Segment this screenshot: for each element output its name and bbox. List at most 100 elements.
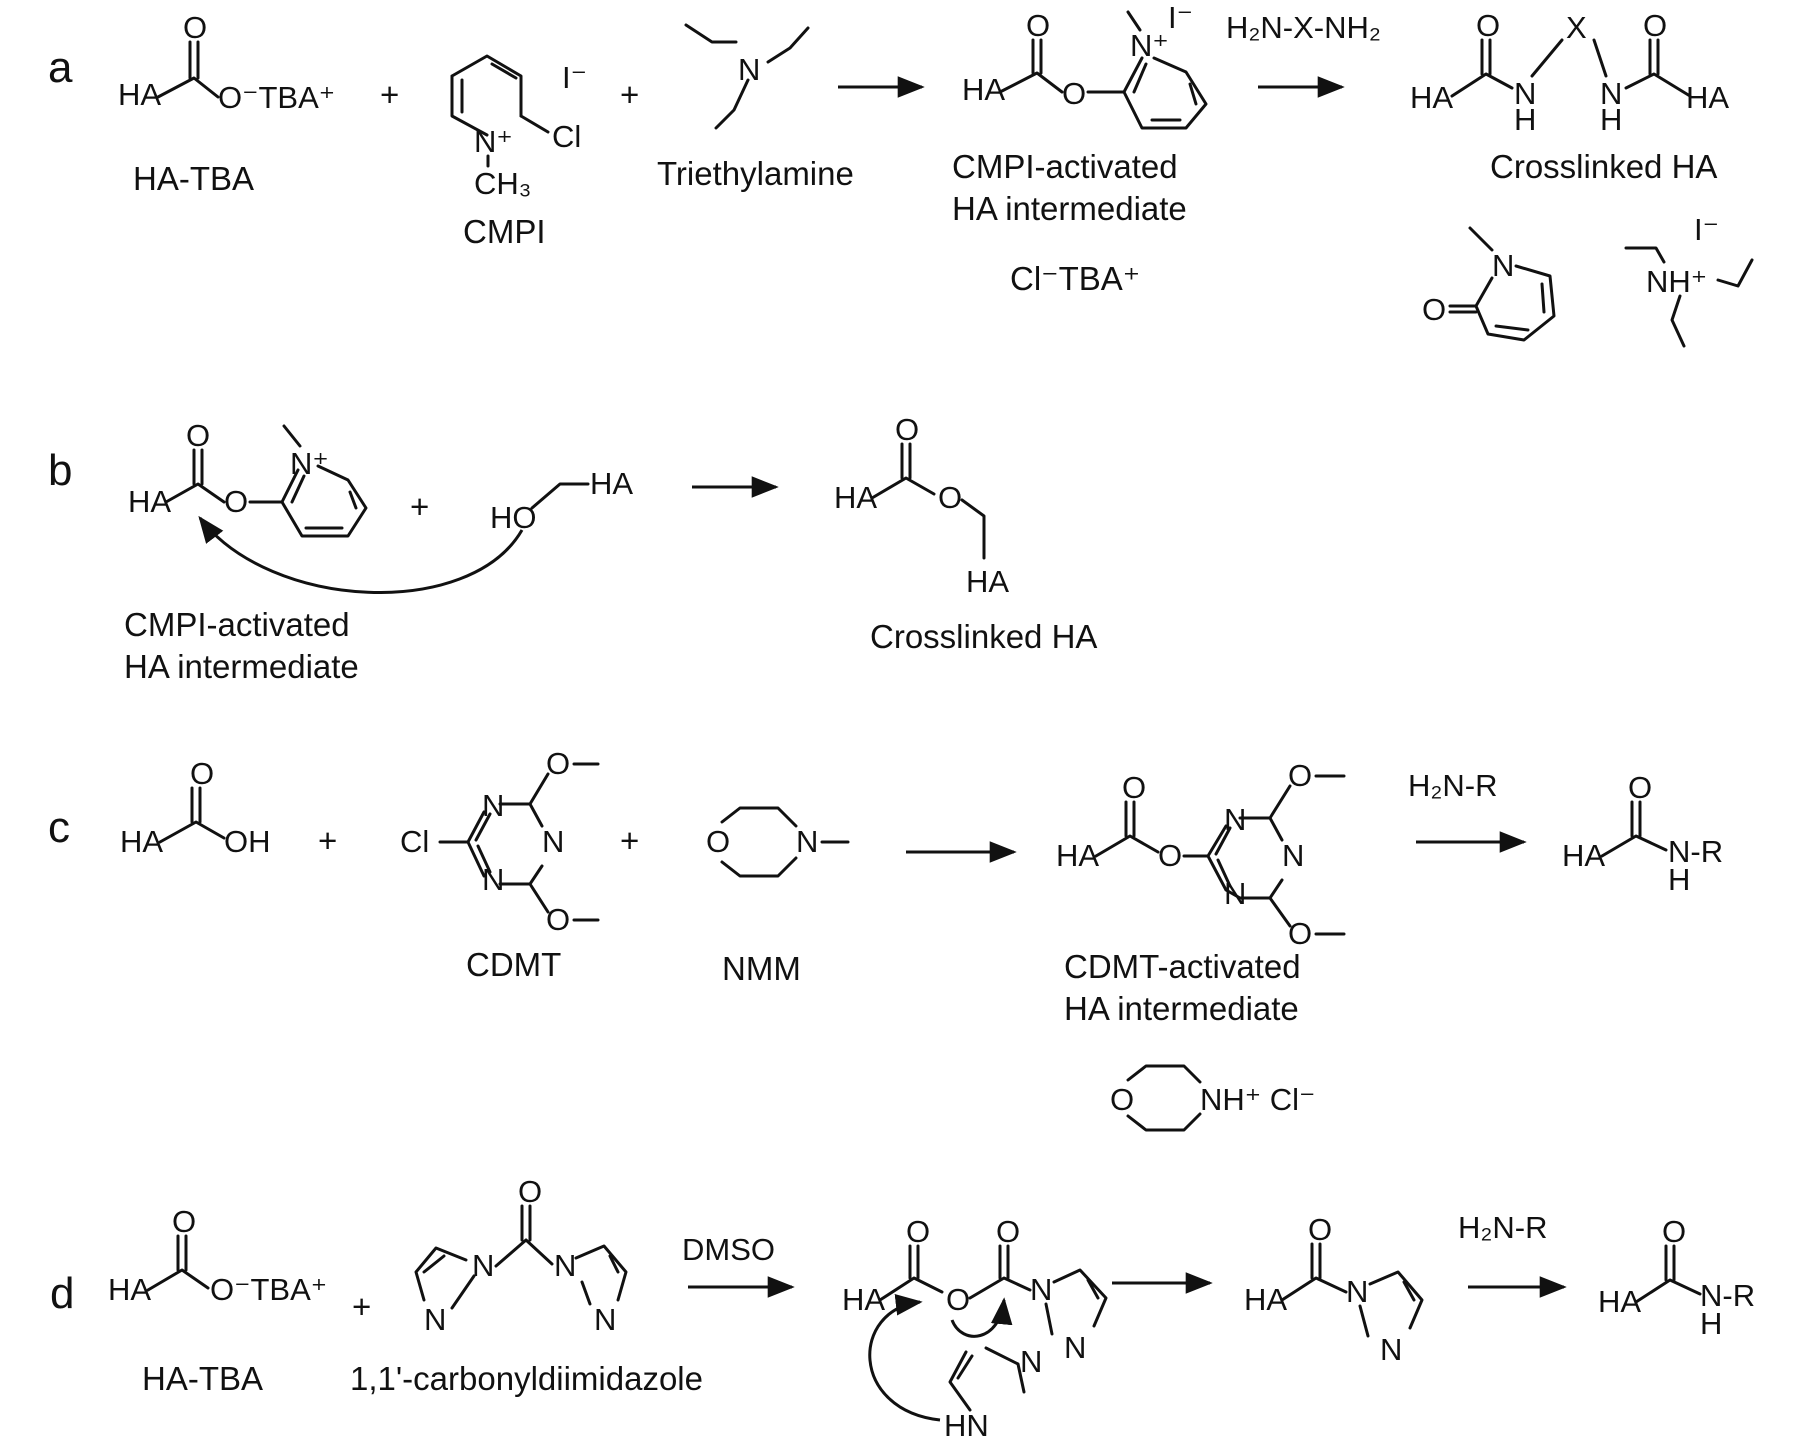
ha-atom: HA — [1244, 1282, 1287, 1317]
plus-sign: + — [352, 1288, 371, 1325]
ha-tba-structure: HA O O⁻TBA⁺ — [118, 10, 335, 115]
plus-sign: + — [620, 822, 639, 859]
carbonyl-o-atom: O — [1662, 1214, 1686, 1249]
plus-sign: + — [410, 488, 429, 525]
ch3-atom: CH₃ — [474, 166, 531, 201]
cdmt-label: CDMT — [466, 946, 561, 983]
imidazole-n-atom: N — [1030, 1272, 1052, 1307]
intermediate-label-line2: HA intermediate — [124, 648, 359, 685]
panel-b: b HA O O N⁺ CMPI-activated HA intermedia… — [48, 412, 1097, 685]
panel-c: c HA O OH + Cl N N N O O CDMT + — [48, 746, 1723, 1132]
ha-atom: HA — [834, 480, 877, 515]
intermediate-salt: Cl⁻TBA⁺ — [1010, 260, 1140, 297]
otba-atom: O⁻TBA⁺ — [210, 1272, 327, 1307]
acyl-imidazole-structure: HA O N N — [1244, 1212, 1424, 1367]
dmso-condition: DMSO — [682, 1232, 775, 1267]
triazine-n-atom: N — [542, 824, 564, 859]
iodide-atom: I⁻ — [562, 60, 587, 95]
triethylamine-label: Triethylamine — [657, 155, 854, 192]
triethylammonium-byproduct: NH⁺ I⁻ — [1624, 212, 1754, 348]
cdi-label: 1,1'-carbonyldiimidazole — [350, 1360, 703, 1397]
carbonyl-o-atom: O — [1628, 770, 1652, 805]
oh-atom: OH — [224, 824, 271, 859]
amine-reagent: H₂N-R — [1408, 768, 1498, 803]
methoxy-o-atom: O — [546, 902, 570, 937]
ester-o-atom: O — [1062, 76, 1086, 111]
amide-product-structure: HA O N-R H — [1598, 1214, 1755, 1341]
cmpi-structure: N⁺ Cl I⁻ CH₃ — [450, 54, 587, 201]
intermediate-label-line1: CMPI-activated — [952, 148, 1178, 185]
cmpi-intermediate-structure: HA O O N⁺ — [128, 418, 368, 538]
curved-arrow — [950, 1297, 1013, 1338]
ester-o-atom: O — [224, 484, 248, 519]
ha-atom: HA — [966, 564, 1009, 599]
iodide-atom: I⁻ — [1694, 212, 1719, 247]
panel-letter-b: b — [48, 446, 72, 495]
carbonyl-o-atom: O — [172, 1204, 196, 1239]
carbonyl-o-atom: O — [1026, 8, 1050, 43]
panel-a: a HA O O⁻TBA⁺ HA-TBA + N⁺ Cl I⁻ CH₃ CMPI… — [48, 0, 1754, 348]
carbonyl-o-atom: O — [1308, 1212, 1332, 1247]
triazine-n-atom: N — [482, 788, 504, 823]
amide-h-atom: H — [1668, 862, 1690, 897]
ha-atom: HA — [108, 1272, 151, 1307]
attack-arrow — [198, 515, 524, 594]
nmm-label: NMM — [722, 950, 801, 987]
intermediate-label-line1: CMPI-activated — [124, 606, 350, 643]
cdi-intermediate-structure: HA O O O N N N HN — [842, 1214, 1108, 1443]
methylpyridone-byproduct: N O — [1422, 226, 1556, 342]
triazine-n-atom: N — [1282, 838, 1304, 873]
carbonyl-o-atom: O — [186, 418, 210, 453]
methoxy-o-atom: O — [1288, 916, 1312, 951]
panel-letter-d: d — [50, 1269, 74, 1318]
ester-o-atom: O — [938, 480, 962, 515]
intermediate-label-line2: HA intermediate — [1064, 990, 1299, 1027]
diamine-reagent: H₂N-X-NH₂ — [1226, 10, 1381, 45]
cdi-structure: N N O N N — [414, 1174, 628, 1337]
triazine-n-atom: N — [1224, 802, 1246, 837]
ha-atom: HA — [1598, 1284, 1641, 1319]
ha-atom: HA — [128, 484, 171, 519]
triazine-n-atom: N — [1224, 876, 1246, 911]
crosslinked-ha-amide-structure: HA O N H X N H O HA — [1410, 8, 1729, 137]
triethylamine-structure: N — [684, 23, 810, 130]
imidazole-n-atom: N — [1064, 1330, 1086, 1365]
plus-sign: + — [318, 822, 337, 859]
morpholine-n-atom: N — [796, 824, 818, 859]
ha-atom: HA — [1562, 838, 1605, 873]
ha-atom: HA — [962, 72, 1005, 107]
ha-tba-label: HA-TBA — [142, 1360, 263, 1397]
amide-nr-atom: N-R — [1700, 1278, 1755, 1313]
triazine-n-atom: N — [482, 862, 504, 897]
morpholinium-text: NH⁺ Cl⁻ — [1200, 1082, 1315, 1117]
iodide-atom: I⁻ — [1168, 0, 1193, 35]
ha-atom: HA — [1686, 80, 1729, 115]
amide-h-atom: H — [1700, 1306, 1722, 1341]
morpholine-o-atom: O — [1110, 1082, 1134, 1117]
ha-atom: HA — [118, 77, 161, 112]
methoxy-o-atom: O — [546, 746, 570, 781]
amide-nr-atom: N-R — [1668, 834, 1723, 869]
pyridinium-n-atom: N⁺ — [1130, 28, 1169, 63]
amine-reagent: H₂N-R — [1458, 1210, 1548, 1245]
amide-n-atom: N — [1600, 76, 1622, 111]
pyridinium-n-atom: N⁺ — [474, 124, 513, 159]
carbonyl-o-atom: O — [895, 412, 919, 447]
crosslinked-ha-ester-structure: HA O O HA — [834, 412, 1009, 599]
ho-atom: HO — [490, 500, 537, 535]
cl-atom: Cl — [400, 824, 429, 859]
ha-atom: HA — [842, 1282, 885, 1317]
carbonyl-o-atom: O — [906, 1214, 930, 1249]
carbonyl-o-atom: O — [1122, 770, 1146, 805]
panel-d: d HA O O⁻TBA⁺ HA-TBA + N N O N N 1,1'-ca… — [50, 1174, 1755, 1443]
carbonyl-o-atom: O — [1476, 8, 1500, 43]
imidazole-n-atom: N — [1346, 1274, 1368, 1309]
cdmt-structure: Cl N N N O O — [400, 746, 600, 937]
amide-product-structure: HA O N-R H — [1562, 770, 1723, 897]
linker-x-atom: X — [1566, 10, 1587, 45]
intermediate-label-line2: HA intermediate — [952, 190, 1187, 227]
cl-atom: Cl — [552, 119, 581, 154]
pyridone-o-atom: O — [1422, 292, 1446, 327]
imidazole-n-atom: N — [1380, 1332, 1402, 1367]
